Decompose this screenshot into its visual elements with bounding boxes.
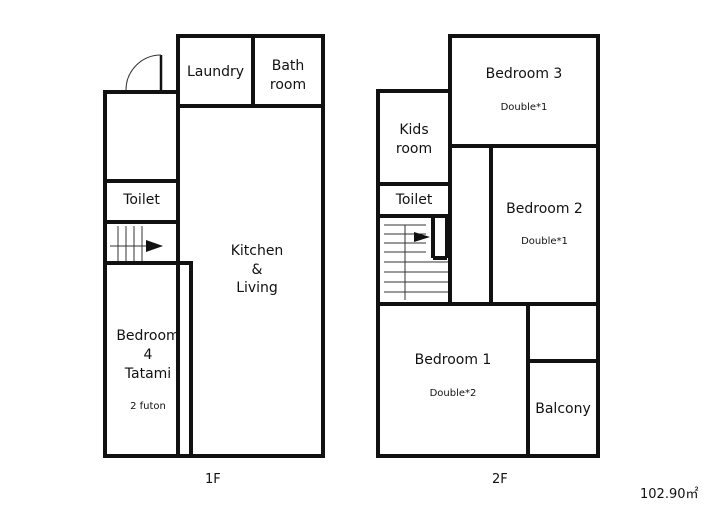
kitchen-living-label-line2: & — [251, 262, 263, 278]
floor-1-stairs-icon — [110, 226, 163, 261]
bedroom-4-bed-info: 2 futon — [130, 401, 166, 412]
kids-room-label-line2: room — [395, 141, 433, 157]
bedroom-1-bed-info: Double*2 — [429, 388, 477, 399]
kitchen-living-label-line1: Kitchen — [230, 243, 284, 259]
toilet-1f-label: Toilet — [123, 192, 160, 208]
bathroom-label-line1: Bath — [271, 58, 305, 74]
bedroom-4-label-line2: 4 — [143, 347, 153, 363]
bedroom-4-label-line3: Tatami — [124, 366, 172, 382]
bedroom-2-label: Bedroom 2 — [506, 201, 583, 217]
toilet-2f-label: Toilet — [395, 192, 433, 208]
kids-room-label-line1: Kids — [399, 122, 429, 138]
floor-2-label: 2F — [492, 472, 508, 487]
kitchen-living-label-line3: Living — [236, 280, 278, 296]
bedroom-2-bed-info: Double*1 — [521, 236, 568, 247]
floor-2-stairs-icon — [384, 224, 448, 300]
bedroom-3-bed-info: Double*1 — [500, 102, 548, 113]
entrance-door-icon — [125, 54, 163, 91]
total-area-label: 102.90㎡ — [640, 487, 699, 502]
bedroom-4-label-line1: Bedroom — [116, 328, 180, 344]
bathroom-label-line2: room — [269, 77, 307, 93]
bedroom-3-label: Bedroom 3 — [485, 66, 563, 82]
floor-2-walls — [376, 34, 600, 458]
laundry-label: Laundry — [186, 64, 245, 80]
floor-1-walls — [103, 34, 325, 458]
balcony-label: Balcony — [535, 401, 591, 417]
bedroom-1-label: Bedroom 1 — [414, 352, 492, 368]
floor-1-label: 1F — [205, 472, 221, 487]
